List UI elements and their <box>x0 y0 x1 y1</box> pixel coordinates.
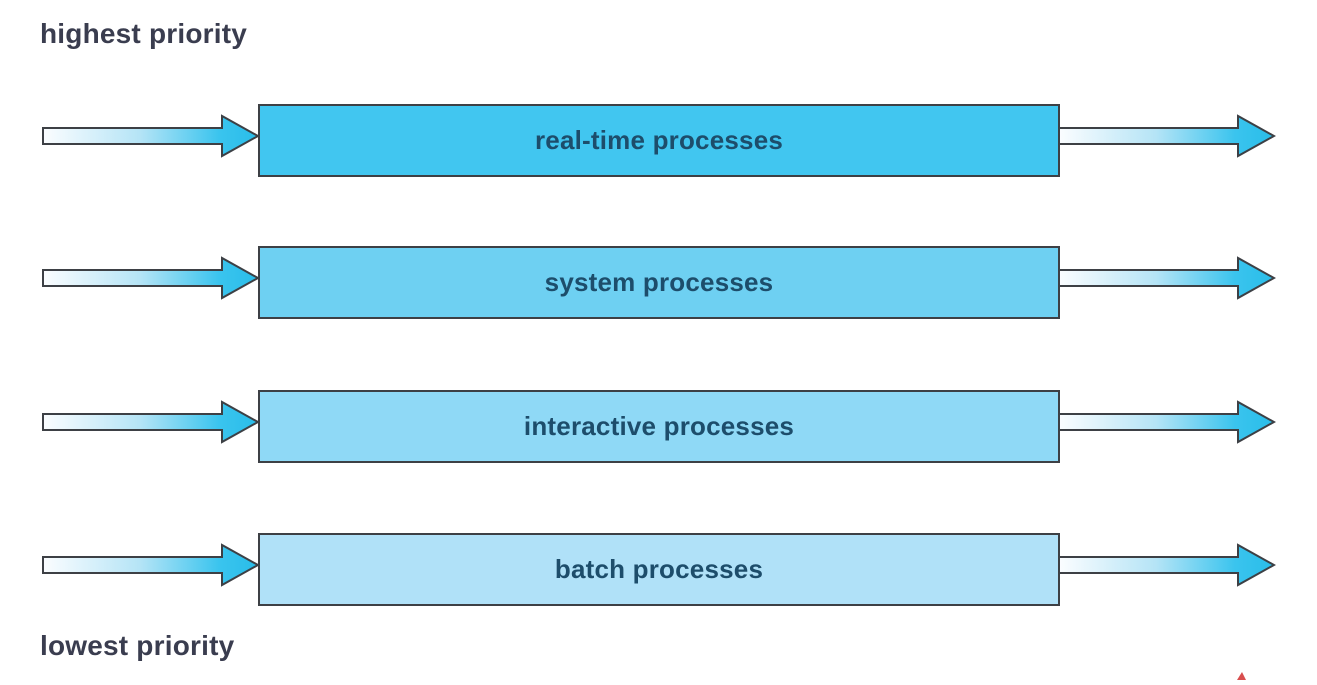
outbound-right-arrow-icon <box>1058 400 1276 444</box>
queue-box-system: system processes <box>258 246 1060 319</box>
queue-row-batch: batch processes <box>0 533 1317 606</box>
outbound-right-arrow-icon <box>1058 543 1276 587</box>
queue-label-interactive: interactive processes <box>523 411 795 441</box>
queue-row-real-time: real-time processes <box>0 104 1317 177</box>
queue-label-system: system processes <box>544 267 774 297</box>
queue-box-real-time: real-time processes <box>258 104 1060 177</box>
queue-box-interactive: interactive processes <box>258 390 1060 463</box>
queue-row-interactive: interactive processes <box>0 390 1317 463</box>
queue-row-system: system processes <box>0 246 1317 319</box>
inbound-right-arrow-icon <box>42 400 260 444</box>
inbound-right-arrow-icon <box>42 256 260 300</box>
outbound-right-arrow-icon <box>1058 256 1276 300</box>
outbound-right-arrow-icon <box>1058 114 1276 158</box>
queue-box-batch: batch processes <box>258 533 1060 606</box>
lowest-priority-label: lowest priority <box>40 630 235 661</box>
queue-label-batch: batch processes <box>554 554 764 584</box>
queue-label-real-time: real-time processes <box>534 125 784 155</box>
highest-priority-label: highest priority <box>40 18 247 49</box>
inbound-right-arrow-icon <box>42 543 260 587</box>
red-artifact <box>1237 672 1246 680</box>
inbound-right-arrow-icon <box>42 114 260 158</box>
